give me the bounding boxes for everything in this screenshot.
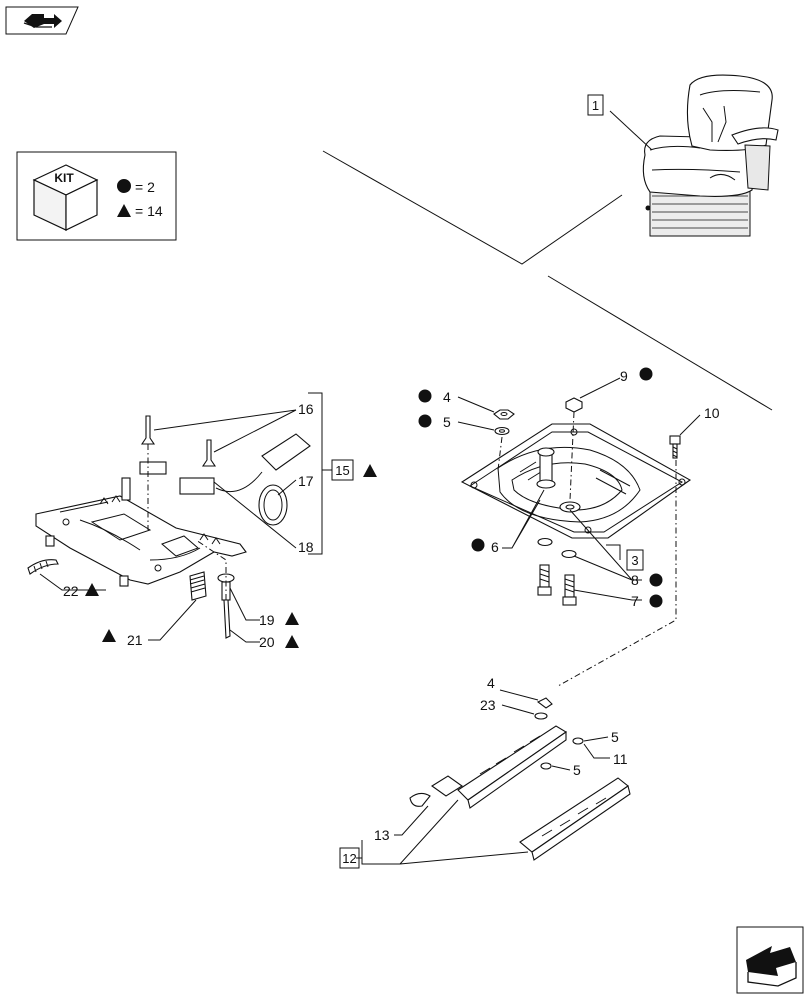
circle-symbol <box>117 179 131 193</box>
callout-9[interactable]: 9 <box>620 368 628 384</box>
callout-15[interactable]: 15 <box>331 459 354 481</box>
leader-lines <box>39 110 701 865</box>
callout-16[interactable]: 16 <box>298 401 314 417</box>
fasteners-plate <box>493 397 681 606</box>
callout-20[interactable]: 20 <box>259 634 275 650</box>
callout-7[interactable]: 7 <box>631 593 639 609</box>
callout-5-rail-right[interactable]: 5 <box>611 729 619 745</box>
triangle-marker <box>285 612 299 625</box>
callout-5-plate[interactable]: 5 <box>443 414 451 430</box>
callout-5-rail-lower[interactable]: 5 <box>573 762 581 778</box>
kit-label: KIT <box>54 171 74 185</box>
circle-marker <box>418 414 432 428</box>
callout-1[interactable]: 1 <box>587 94 604 116</box>
triangle-symbol <box>117 204 131 217</box>
kit-markers <box>85 367 663 648</box>
slide-rails <box>409 697 631 861</box>
callout-15-label: 15 <box>335 463 349 478</box>
kit-cube-icon: KIT <box>32 164 99 231</box>
callout-8[interactable]: 8 <box>631 572 639 588</box>
seat-assembly <box>642 74 779 237</box>
callout-13[interactable]: 13 <box>374 827 390 843</box>
triangle-marker <box>85 583 99 596</box>
callout-10[interactable]: 10 <box>704 405 720 421</box>
callout-11[interactable]: 11 <box>613 751 628 767</box>
circle-quantity: = 2 <box>135 179 155 195</box>
callout-22[interactable]: 22 <box>63 583 79 599</box>
book-arrow-icon[interactable] <box>5 6 79 35</box>
triangle-quantity: = 14 <box>135 203 163 219</box>
callout-18[interactable]: 18 <box>298 539 314 555</box>
callout-4-rail[interactable]: 4 <box>487 675 495 691</box>
kit-legend: KIT = 2 = 14 <box>16 151 177 241</box>
break-lines <box>322 150 773 411</box>
callout-3-label: 3 <box>631 553 638 568</box>
callout-3[interactable]: 3 <box>626 549 644 571</box>
callout-19[interactable]: 19 <box>259 612 275 628</box>
callout-6[interactable]: 6 <box>491 539 499 555</box>
sensor-base-plate <box>27 415 311 639</box>
circle-marker <box>649 594 663 608</box>
circle-marker <box>471 538 485 552</box>
swivel-plate <box>460 423 692 539</box>
callout-21[interactable]: 21 <box>127 632 143 648</box>
triangle-marker <box>285 635 299 648</box>
circle-marker <box>418 389 432 403</box>
callout-4-plate[interactable]: 4 <box>443 389 451 405</box>
center-lines <box>147 411 677 687</box>
circle-marker <box>639 367 653 381</box>
callout-1-label: 1 <box>592 98 599 113</box>
triangle-marker <box>102 629 116 642</box>
callout-12-label: 12 <box>342 851 356 866</box>
triangle-marker <box>363 464 377 477</box>
circle-marker <box>649 573 663 587</box>
callout-17[interactable]: 17 <box>298 473 314 489</box>
next-page-arrow-icon[interactable] <box>736 926 804 994</box>
callout-12[interactable]: 12 <box>339 847 360 869</box>
callout-23[interactable]: 23 <box>480 697 496 713</box>
